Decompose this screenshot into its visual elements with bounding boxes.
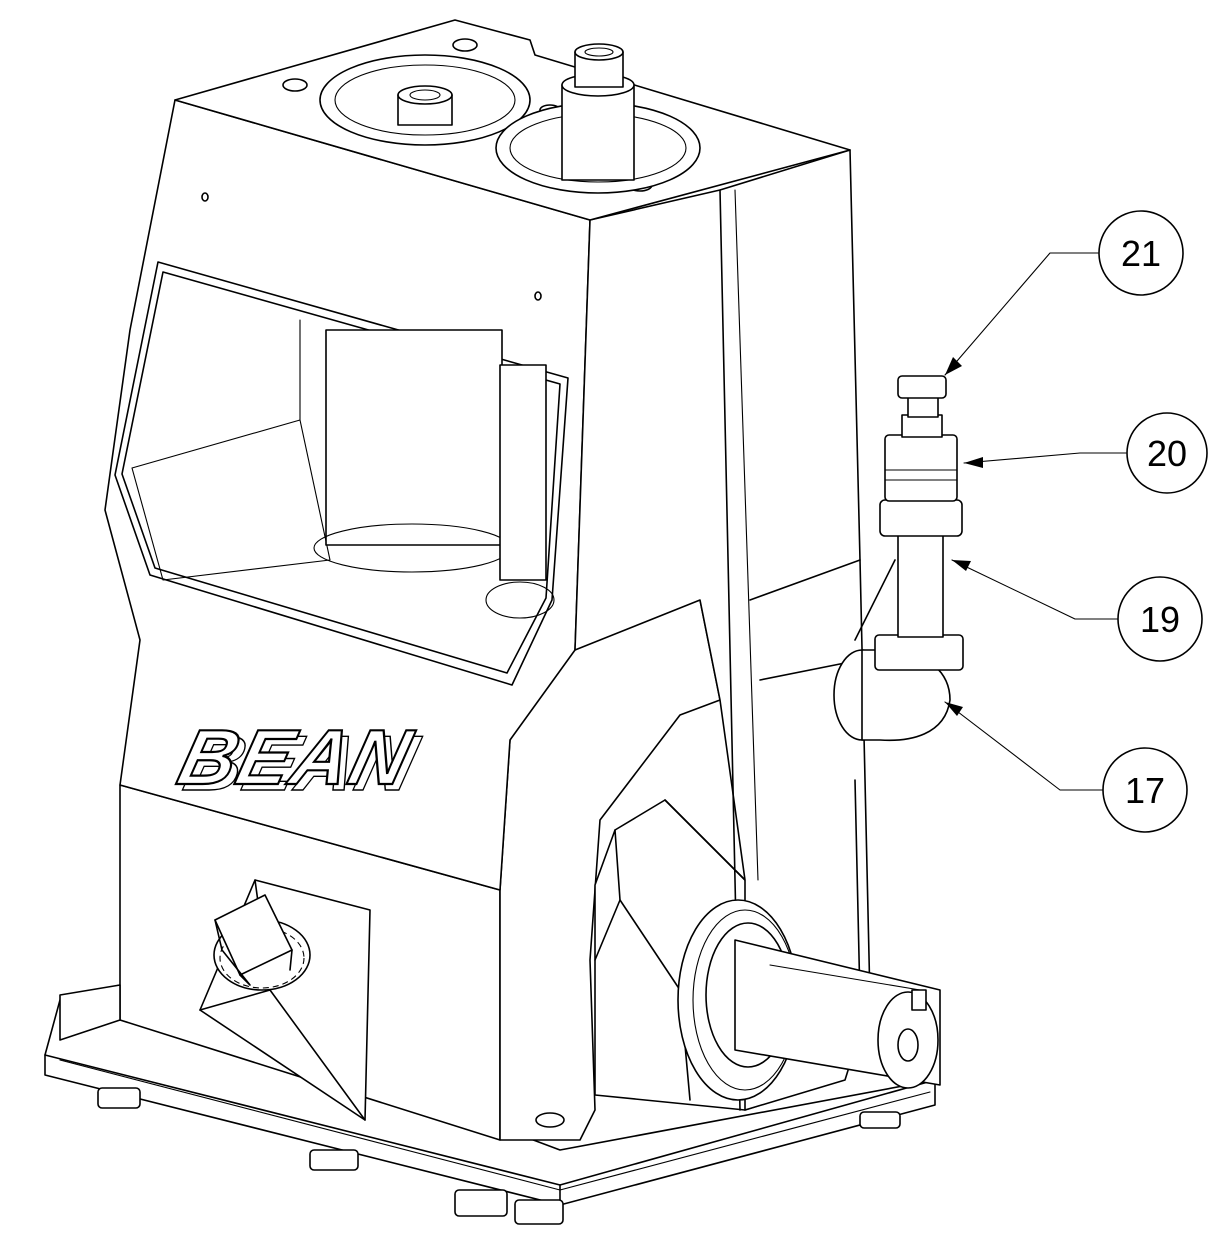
brand-logo: BEAN BEAN <box>169 712 428 807</box>
callout-label: 21 <box>1121 233 1161 274</box>
base-plate <box>45 985 935 1224</box>
brand-logo-shadow: BEAN <box>177 719 428 807</box>
callout-label: 20 <box>1147 433 1187 474</box>
callout-label: 19 <box>1140 599 1180 640</box>
brand-logo-text: BEAN <box>170 713 421 801</box>
side-piping <box>834 376 963 740</box>
callout-label: 17 <box>1125 770 1165 811</box>
callout-leaders <box>945 253 1126 790</box>
inspection-window <box>115 262 568 685</box>
drive-block <box>200 880 370 1120</box>
callout-17: 17 <box>1103 748 1187 832</box>
callout-19: 19 <box>1118 577 1202 661</box>
callout-21: 21 <box>1099 211 1183 295</box>
callout-20: 20 <box>1127 413 1207 493</box>
top-plate <box>175 20 850 220</box>
drive-shaft <box>678 900 940 1100</box>
